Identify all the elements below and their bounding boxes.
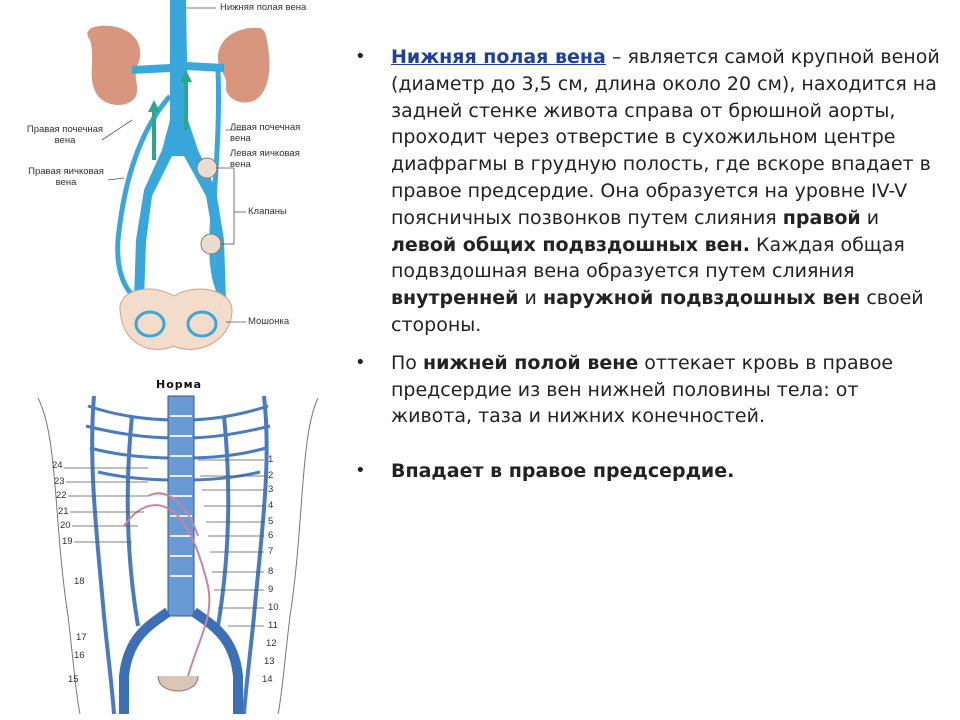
right-kidney [87, 25, 141, 105]
right-testicular-vein [115, 94, 172, 303]
num-right: 14 [262, 674, 273, 685]
valve-marker [200, 233, 222, 255]
num-right: 3 [268, 484, 274, 495]
num-left: 23 [54, 476, 65, 487]
label-valves: Клапаны [248, 206, 287, 217]
bullet-marker: • [355, 46, 366, 67]
num-right: 8 [268, 566, 274, 577]
ivc-link[interactable]: Нижняя полая вена [391, 46, 606, 68]
num-right: 11 [268, 620, 278, 631]
abdominal-veins-illustration [37, 395, 319, 714]
label-right-renal-vein: Правая почечная вена [26, 124, 104, 146]
ivc-trunk [134, 0, 226, 300]
left-renal-vein [186, 62, 224, 72]
vein-diagram-bottom: Норма [28, 376, 334, 714]
num-right: 12 [266, 638, 277, 649]
num-left: 20 [60, 520, 71, 531]
right-renal-vein [132, 64, 170, 74]
num-left: 19 [62, 536, 73, 547]
num-right: 2 [268, 470, 274, 481]
num-right: 4 [268, 500, 274, 511]
bullet-drains-into: •Впадает в правое предсердие. [355, 458, 945, 485]
num-left: 16 [74, 650, 85, 661]
label-right-testicular-vein: Правая яичковая вена [28, 166, 104, 188]
left-testicular-vein [209, 69, 228, 304]
label-ivc: Нижняя полая вена [220, 2, 307, 13]
bullet-marker: • [355, 460, 366, 482]
num-left: 18 [74, 576, 85, 587]
num-right: 9 [268, 584, 274, 595]
label-scrotum: Мошонка [248, 316, 290, 327]
num-left: 15 [68, 674, 79, 685]
description-text: •Нижняя полая вена – является самой круп… [355, 44, 945, 485]
label-left-renal-vein: Левая почечная вена [230, 122, 301, 144]
vein-diagram-top: Нижняя полая вена Правая почечная вена Л… [20, 0, 338, 362]
valve-marker [196, 157, 218, 179]
left-kidney [218, 27, 270, 103]
num-right: 5 [268, 516, 274, 527]
num-right: 13 [264, 656, 275, 667]
bullet-blood-flow: •По нижней полой вене оттекает кровь в п… [355, 351, 894, 428]
num-left: 22 [56, 490, 67, 501]
num-left: 24 [52, 460, 63, 471]
label-left-testicular-vein: Левая яичковая вена [230, 148, 300, 170]
num-right: 7 [268, 546, 274, 557]
bullet-ivc-description: •Нижняя полая вена – является самой круп… [355, 46, 940, 336]
ivc-illustration [87, 0, 270, 350]
num-left: 17 [76, 632, 87, 643]
num-right: 6 [268, 530, 274, 541]
num-left: 21 [58, 506, 69, 517]
scrotum [119, 288, 233, 350]
num-right: 10 [268, 602, 279, 613]
figure-caption: Норма [156, 378, 203, 391]
num-right: 1 [268, 454, 274, 465]
bullet-marker: • [355, 351, 366, 373]
